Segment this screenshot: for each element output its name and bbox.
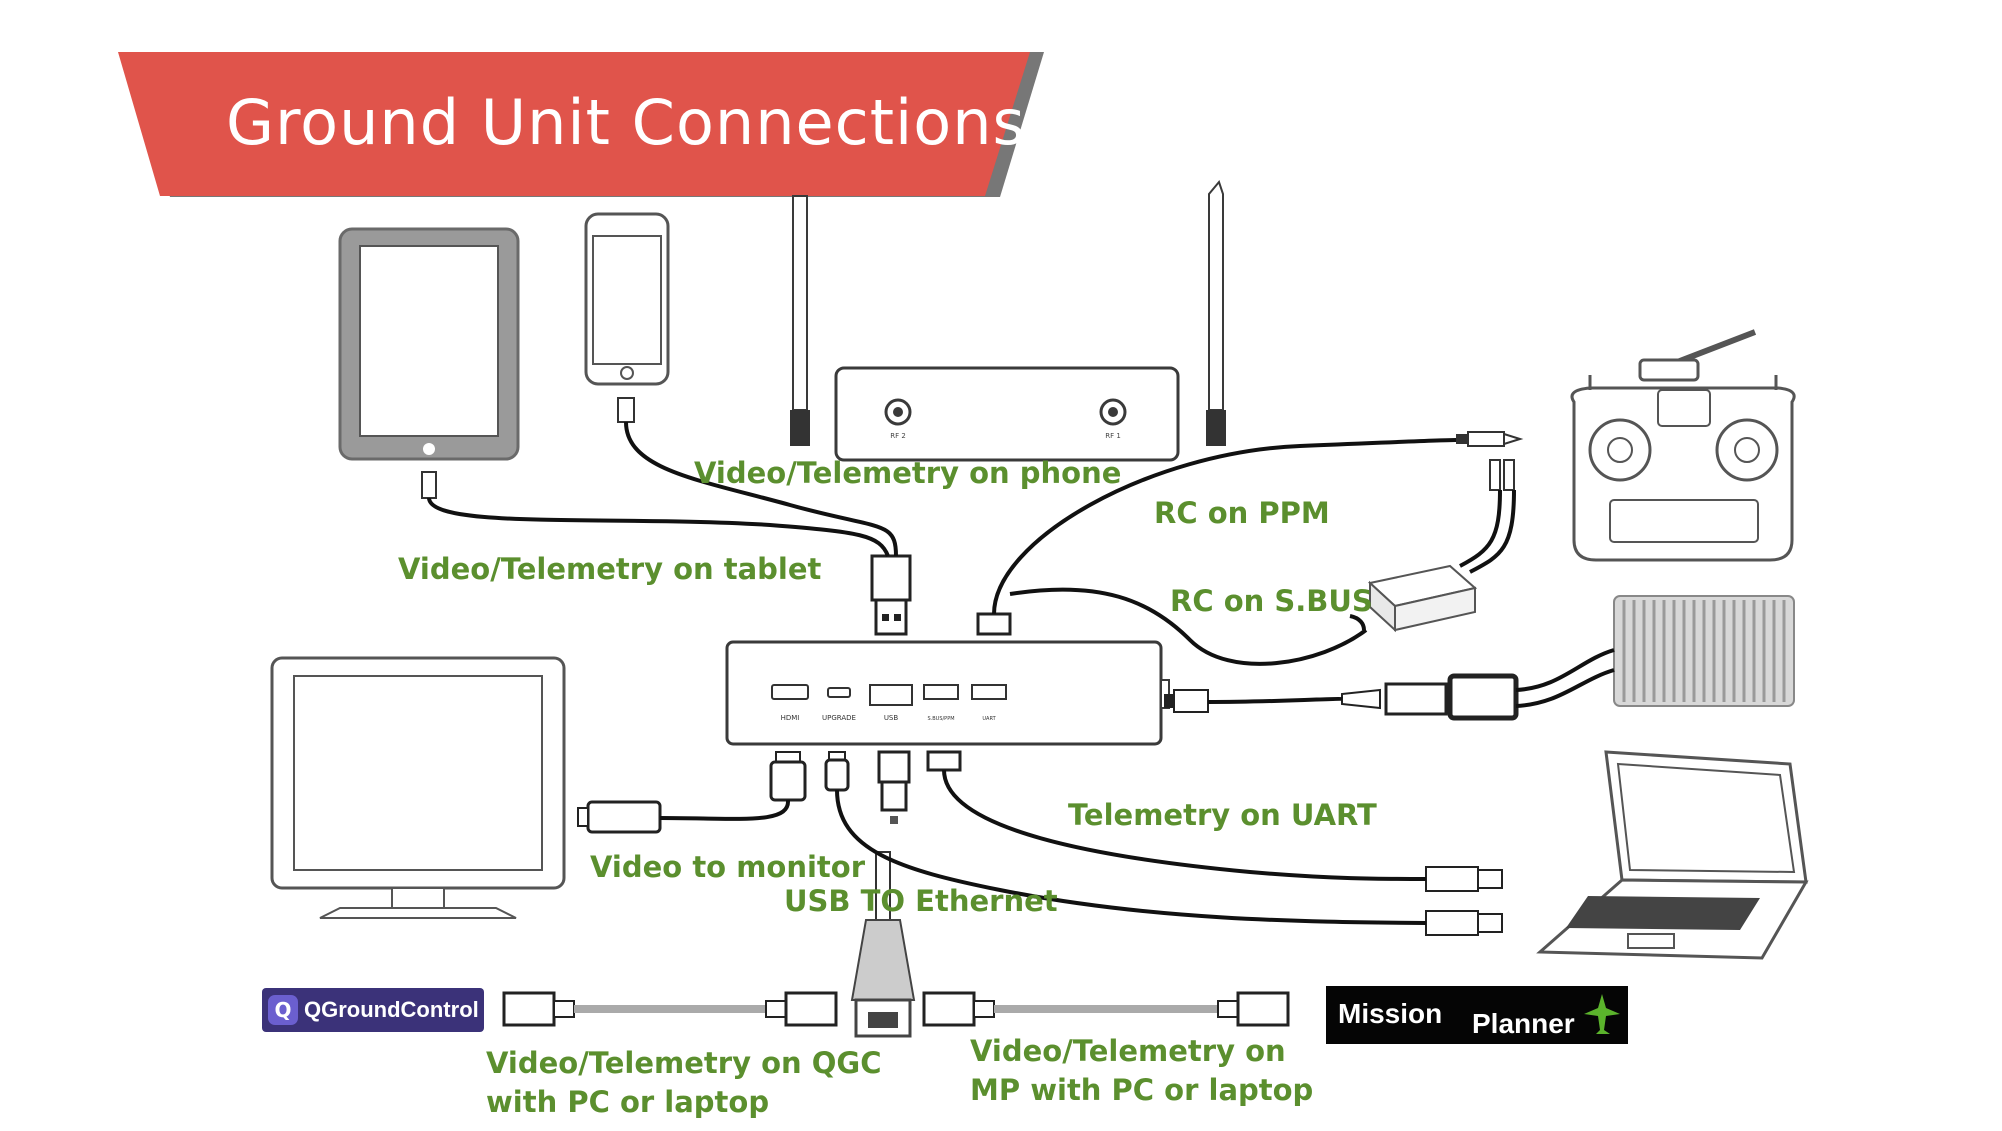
power-cable-connector: [1164, 673, 1519, 721]
sbus-plugs: [1489, 459, 1515, 491]
ethernet-cable-qgc: [502, 991, 838, 1027]
label-ethernet: USB TO Ethernet: [784, 884, 1058, 918]
q-logo-icon: Q: [268, 995, 298, 1025]
label-monitor: Video to monitor: [590, 850, 866, 884]
uart-plug-bottom: [926, 750, 962, 772]
monitor-icon: [270, 656, 566, 919]
heatsink-module-icon: [1613, 595, 1795, 707]
port-label-usb: USB: [884, 714, 899, 722]
label-uart: Telemetry on UART: [1068, 798, 1377, 832]
hdmi-plug-bottom: [769, 751, 807, 802]
label-tablet: Video/Telemetry on tablet: [398, 552, 822, 586]
label-rc-sbus: RC on S.BUS: [1170, 584, 1373, 618]
cables: [427, 421, 1615, 925]
label-mp-line2: MP with PC or laptop: [970, 1073, 1314, 1107]
antenna-right: [1206, 179, 1226, 446]
title-banner: [118, 52, 1044, 197]
label-qgc-line2: with PC or laptop: [486, 1085, 770, 1119]
tablet-icon: [338, 227, 520, 499]
label-rc-ppm: RC on PPM: [1154, 496, 1330, 530]
rc-transmitter-icon: [1570, 329, 1796, 562]
usb-plugs-laptop: [1425, 866, 1503, 936]
port-label-sbus-ppm: S.BUS/PPM: [927, 716, 954, 722]
missionplanner-logo: Mission Planner: [1326, 986, 1628, 1044]
antenna-port-rf2: RF 2: [890, 432, 906, 440]
usb-ethernet-adapter-icon: [850, 851, 916, 1038]
mp-logo-word2: Planner: [1472, 1008, 1575, 1039]
qgc-logo-text: QGroundControl: [304, 997, 479, 1022]
rc-plug-top: [976, 612, 1012, 636]
qgroundcontrol-logo: Q QGroundControl: [262, 988, 484, 1032]
port-label-hdmi: HDMI: [781, 714, 800, 722]
ground-unit-icon: HDMI UPGRADE USB S.BUS/PPM UART: [725, 640, 1170, 746]
hdmi-plug-monitor: [577, 800, 662, 834]
micro-usb-plug-bottom: [824, 751, 850, 792]
antenna-left: [790, 195, 810, 446]
antenna-port-rf1: RF 1: [1105, 432, 1121, 440]
sbus-converter-icon: [1367, 564, 1478, 633]
port-label-uart: UART: [982, 716, 996, 722]
ethernet-cable-mp: [922, 991, 1290, 1027]
port-label-upgrade: UPGRADE: [822, 714, 856, 722]
mp-logo-word1: Mission: [1338, 998, 1443, 1029]
airplane-icon: [1584, 994, 1620, 1034]
usb-plug-bottom: [877, 750, 911, 824]
label-phone: Video/Telemetry on phone: [694, 456, 1122, 490]
page-title: Ground Unit Connections: [226, 86, 1026, 159]
laptop-icon: [1536, 750, 1809, 960]
ppm-audio-jack: [1456, 431, 1524, 447]
label-mp-line1: Video/Telemetry on: [970, 1034, 1286, 1068]
ground-unit-top-view: RF 2 RF 1: [834, 366, 1180, 462]
label-qgc-line1: Video/Telemetry on QGC: [486, 1046, 882, 1080]
smartphone-icon: [584, 212, 670, 423]
usb-plug-top: [870, 554, 912, 636]
